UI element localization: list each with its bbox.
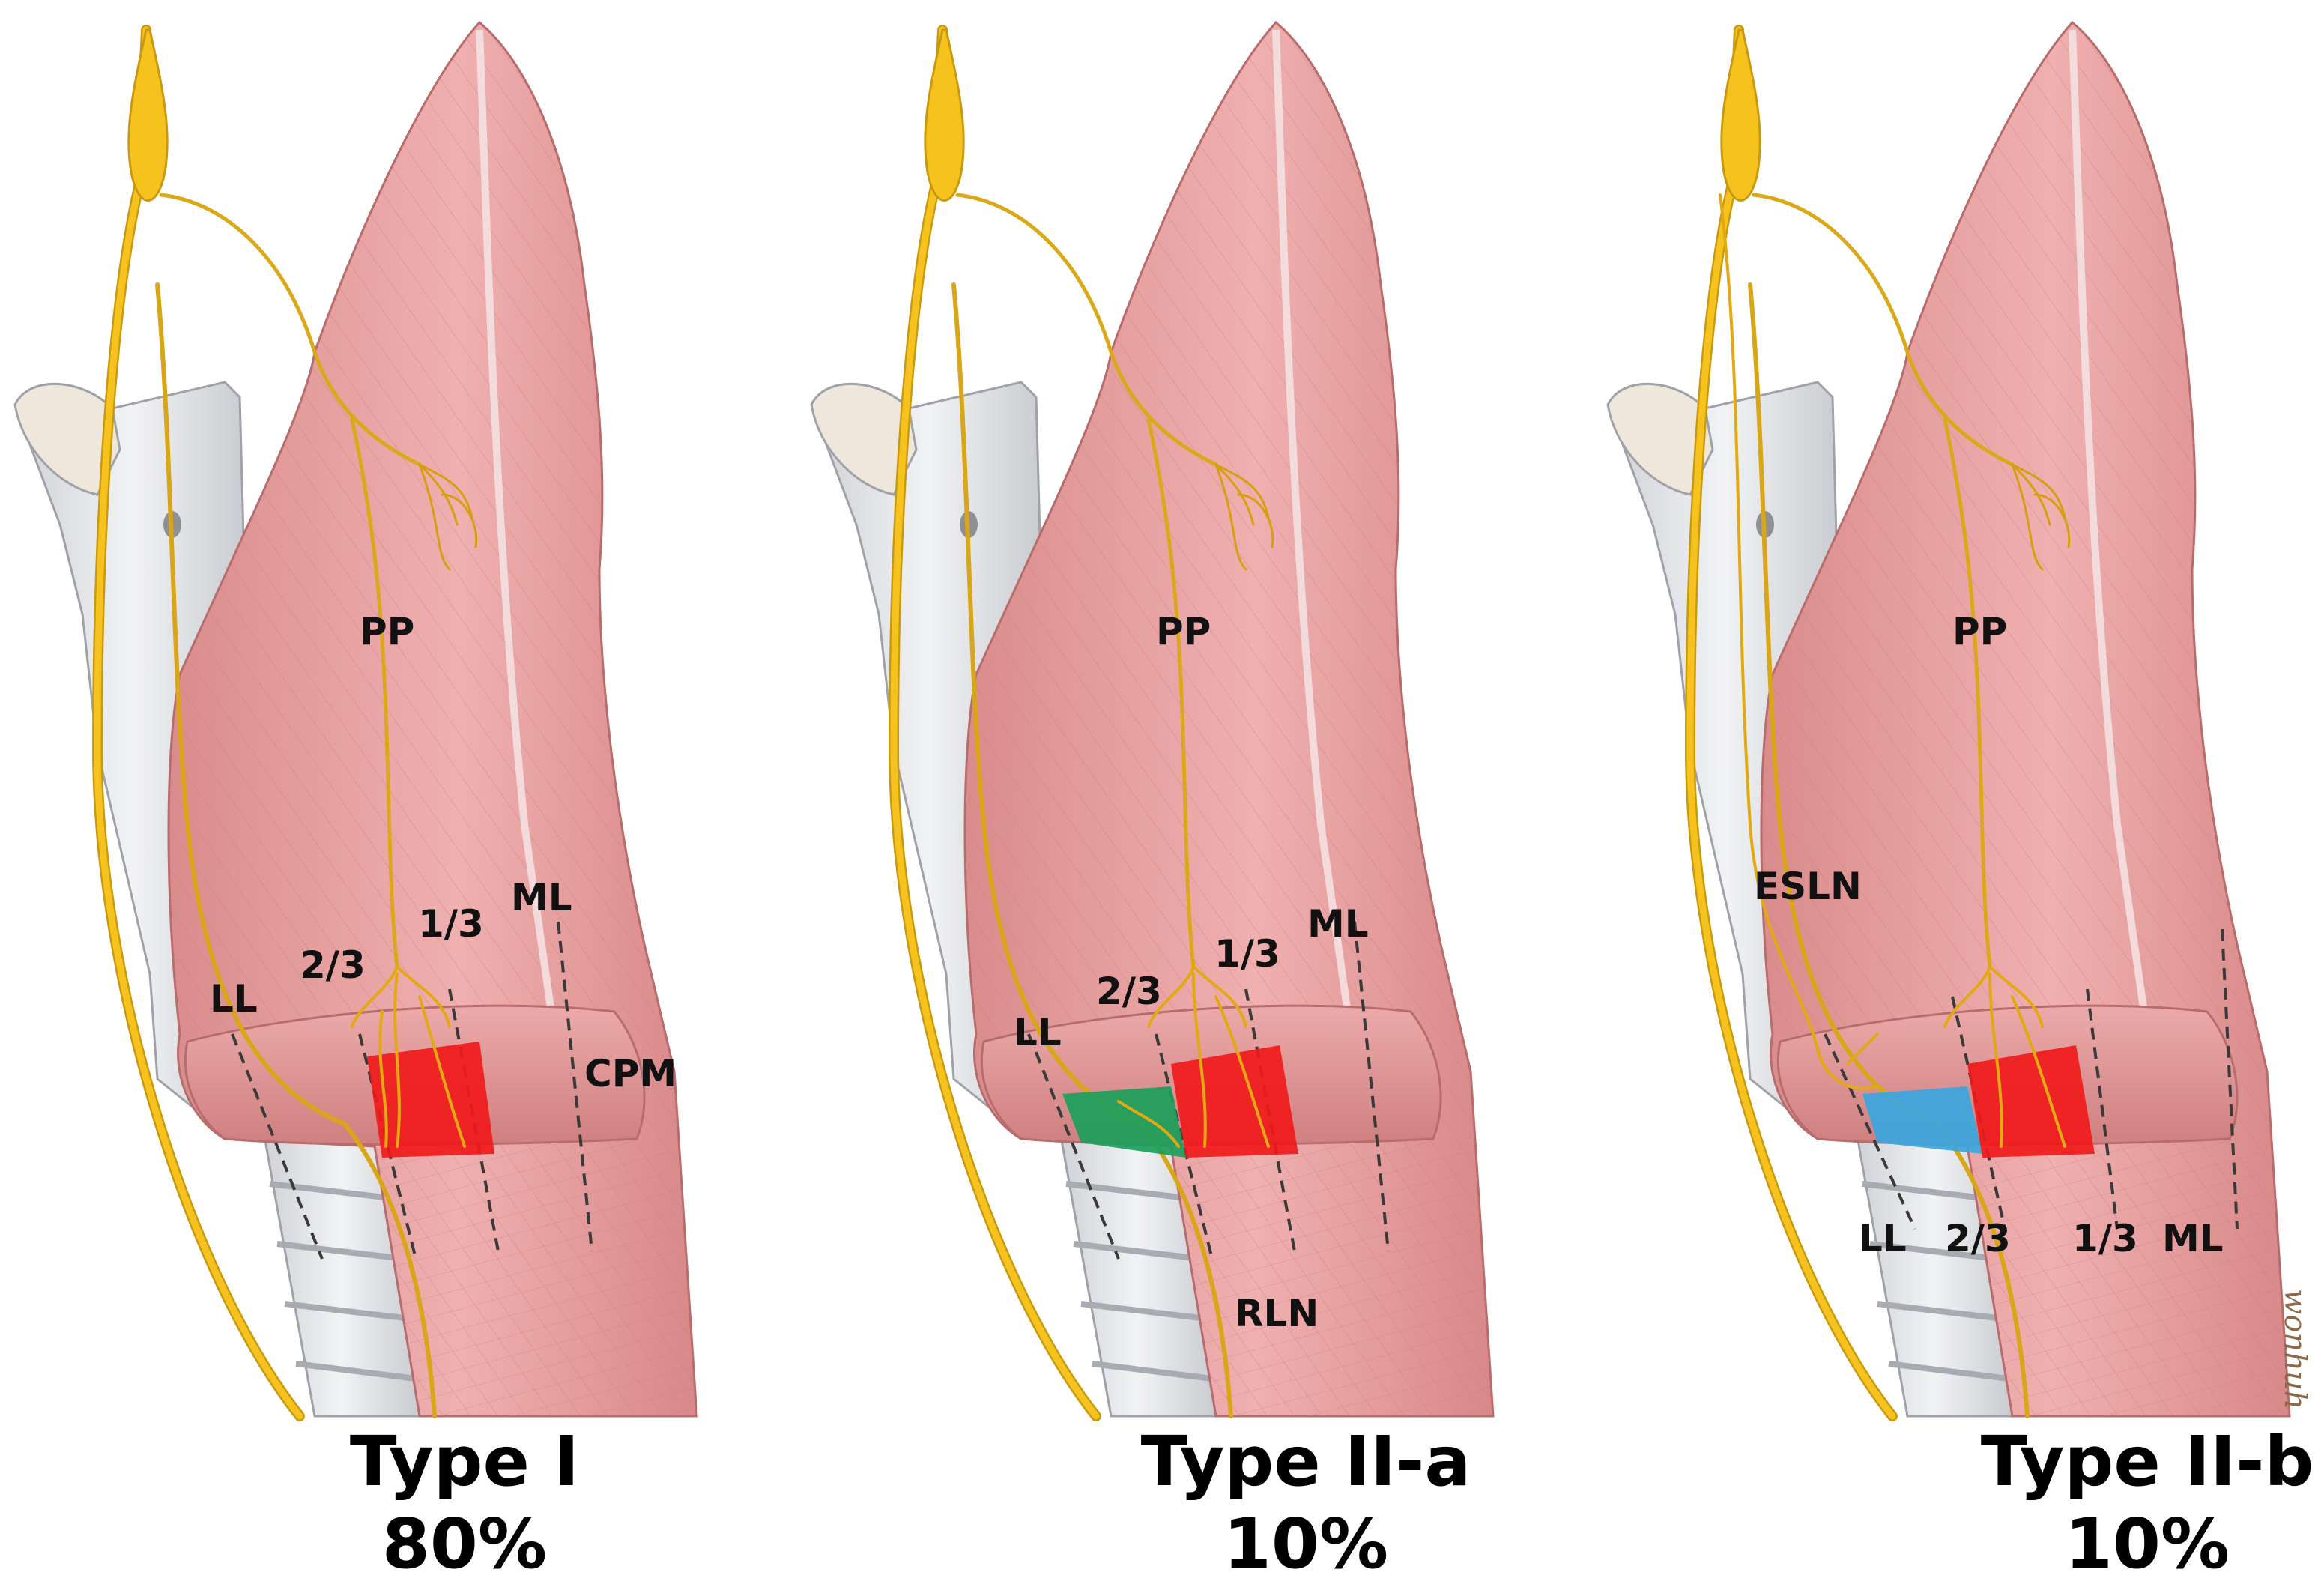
nerve-branches xyxy=(351,965,466,1148)
artist-signature: wonhuh xyxy=(2278,1289,2312,1409)
label-eslN: ESLN xyxy=(1754,865,1862,908)
caption-percent: 10% xyxy=(2065,1504,2230,1575)
caption-type: Type II-a xyxy=(1141,1421,1471,1502)
label-pp: PP xyxy=(360,610,414,653)
label-pp: PP xyxy=(1952,610,2007,653)
label-two-thirds: 2/3 xyxy=(300,943,366,987)
label-cpm: CPM xyxy=(584,1052,677,1095)
innervation-zone-red xyxy=(1171,1045,1298,1158)
innervation-zone-green xyxy=(1062,1086,1186,1158)
panel-type-i: PP LL 2/3 1/3 ML CPM Type I 80% xyxy=(15,22,697,1575)
dashed-guides xyxy=(231,921,593,1260)
label-ml: ML xyxy=(1307,902,1369,946)
nerve-branches xyxy=(1943,965,2066,1148)
panel-type-iia: PP LL 2/3 1/3 ML RLN Type II-a 10% xyxy=(811,22,1493,1575)
label-one-third: 1/3 xyxy=(2072,1217,2138,1260)
label-rln: RLN xyxy=(1235,1292,1319,1335)
label-ll: LL xyxy=(210,977,258,1021)
label-one-third: 1/3 xyxy=(1214,932,1280,976)
label-two-thirds: 2/3 xyxy=(1945,1217,2011,1260)
innervation-zone-blue xyxy=(1862,1086,1982,1154)
label-ll: LL xyxy=(1859,1217,1907,1260)
label-pp: PP xyxy=(1156,610,1211,653)
eslN-nerve xyxy=(1719,193,1879,1090)
label-ml: ML xyxy=(2162,1217,2224,1260)
caption-percent: 10% xyxy=(1223,1504,1388,1575)
innervation-zone-red xyxy=(1967,1045,2095,1158)
label-one-third: 1/3 xyxy=(418,902,484,946)
nerve-branches xyxy=(1117,965,1270,1148)
dashed-guides xyxy=(1027,921,1390,1260)
caption-percent: 80% xyxy=(382,1504,547,1575)
label-ll: LL xyxy=(1014,1011,1062,1054)
label-two-thirds: 2/3 xyxy=(1096,970,1162,1013)
caption-type: Type II-b xyxy=(1981,1421,2314,1502)
label-ml: ML xyxy=(511,876,572,919)
caption-type: Type I xyxy=(350,1421,579,1502)
panel-type-iib: PP ESLN LL 2/3 1/3 ML Type II-b 10% xyxy=(1608,22,2314,1575)
